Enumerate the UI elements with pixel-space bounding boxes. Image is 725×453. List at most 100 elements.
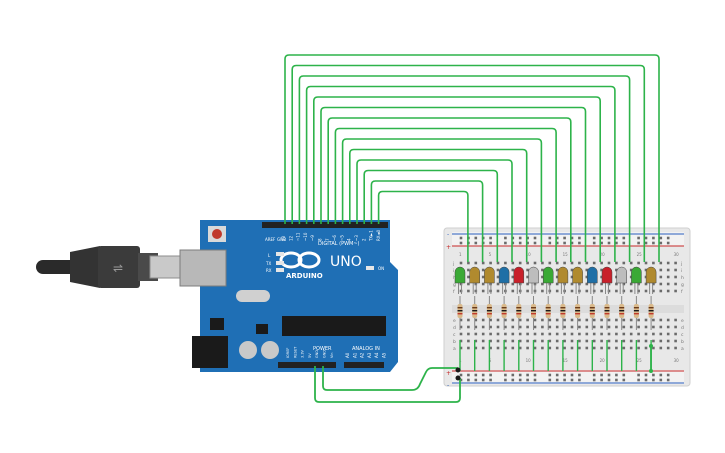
breadboard-hole[interactable] xyxy=(674,282,677,286)
breadboard-hole[interactable] xyxy=(578,339,581,343)
rail-hole[interactable] xyxy=(459,378,463,382)
rail-hole[interactable] xyxy=(578,373,581,377)
breadboard-hole[interactable] xyxy=(644,282,648,286)
breadboard-hole[interactable] xyxy=(615,268,618,272)
breadboard-hole[interactable] xyxy=(533,332,537,336)
breadboard-hole[interactable] xyxy=(629,289,633,293)
breadboard-hole[interactable] xyxy=(570,261,574,265)
breadboard-hole[interactable] xyxy=(541,318,544,322)
breadboard-hole[interactable] xyxy=(489,339,492,343)
breadboard-hole[interactable] xyxy=(659,325,663,329)
led-green[interactable] xyxy=(542,266,554,284)
led-orange[interactable] xyxy=(469,266,480,284)
breadboard-hole[interactable] xyxy=(481,332,485,336)
breadboard-hole[interactable] xyxy=(481,282,485,286)
breadboard-hole[interactable] xyxy=(592,318,596,322)
breadboard-hole[interactable] xyxy=(481,339,485,343)
breadboard-hole[interactable] xyxy=(622,332,626,336)
breadboard-hole[interactable] xyxy=(526,346,529,350)
rail-hole[interactable] xyxy=(615,378,618,382)
breadboard-hole[interactable] xyxy=(607,339,611,343)
breadboard-hole[interactable] xyxy=(541,275,544,279)
breadboard-hole[interactable] xyxy=(659,268,663,272)
rail-hole[interactable] xyxy=(666,241,670,245)
breadboard-hole[interactable] xyxy=(511,346,515,350)
breadboard-hole[interactable] xyxy=(496,318,500,322)
rail-hole[interactable] xyxy=(533,373,537,377)
rail-hole[interactable] xyxy=(504,236,507,240)
breadboard-hole[interactable] xyxy=(615,325,618,329)
breadboard-hole[interactable] xyxy=(504,318,507,322)
breadboard-hole[interactable] xyxy=(600,325,603,329)
breadboard-hole[interactable] xyxy=(652,289,655,293)
rail-hole[interactable] xyxy=(481,378,485,382)
breadboard-hole[interactable] xyxy=(659,332,663,336)
rail-hole[interactable] xyxy=(526,378,529,382)
rail-hole[interactable] xyxy=(489,373,492,377)
breadboard-hole[interactable] xyxy=(489,325,492,329)
rail-hole[interactable] xyxy=(592,236,596,240)
breadboard-hole[interactable] xyxy=(585,346,589,350)
rail-hole[interactable] xyxy=(555,241,559,245)
breadboard-hole[interactable] xyxy=(652,318,655,322)
breadboard-hole[interactable] xyxy=(666,332,670,336)
breadboard-hole[interactable] xyxy=(659,275,663,279)
breadboard-hole[interactable] xyxy=(607,346,611,350)
breadboard-hole[interactable] xyxy=(504,332,507,336)
breadboard-hole[interactable] xyxy=(496,339,500,343)
rail-hole[interactable] xyxy=(504,378,507,382)
breadboard-hole[interactable] xyxy=(570,332,574,336)
breadboard-hole[interactable] xyxy=(467,268,470,272)
breadboard-hole[interactable] xyxy=(585,261,589,265)
breadboard-hole[interactable] xyxy=(570,275,574,279)
breadboard-hole[interactable] xyxy=(659,339,663,343)
breadboard-hole[interactable] xyxy=(496,275,500,279)
breadboard-hole[interactable] xyxy=(533,325,537,329)
breadboard-hole[interactable] xyxy=(555,282,559,286)
breadboard-hole[interactable] xyxy=(666,261,670,265)
breadboard-hole[interactable] xyxy=(637,339,640,343)
breadboard-hole[interactable] xyxy=(496,346,500,350)
breadboard-hole[interactable] xyxy=(578,332,581,336)
breadboard-hole[interactable] xyxy=(555,325,559,329)
breadboard-hole[interactable] xyxy=(622,318,626,322)
breadboard-hole[interactable] xyxy=(666,275,670,279)
breadboard-hole[interactable] xyxy=(496,282,500,286)
rail-hole[interactable] xyxy=(592,241,596,245)
rail-hole[interactable] xyxy=(563,236,566,240)
breadboard-hole[interactable] xyxy=(526,268,529,272)
rail-hole[interactable] xyxy=(600,378,603,382)
breadboard-hole[interactable] xyxy=(637,325,640,329)
breadboard-hole[interactable] xyxy=(585,332,589,336)
rail-hole[interactable] xyxy=(600,373,603,377)
breadboard-hole[interactable] xyxy=(474,332,478,336)
rail-hole[interactable] xyxy=(570,373,574,377)
jumper-wire[interactable] xyxy=(349,148,528,263)
breadboard-hole[interactable] xyxy=(548,261,552,265)
rail-hole[interactable] xyxy=(644,236,648,240)
breadboard-hole[interactable] xyxy=(592,332,596,336)
rail-hole[interactable] xyxy=(600,236,603,240)
wire-endpoint[interactable] xyxy=(455,367,461,373)
breadboard-hole[interactable] xyxy=(563,325,566,329)
jumper-wire[interactable] xyxy=(305,85,616,263)
breadboard-hole[interactable] xyxy=(518,346,522,350)
rail-hole[interactable] xyxy=(533,241,537,245)
rail-hole[interactable] xyxy=(578,241,581,245)
breadboard-hole[interactable] xyxy=(533,339,537,343)
wire-endpoint[interactable] xyxy=(455,375,461,381)
breadboard-hole[interactable] xyxy=(622,346,626,350)
breadboard-hole[interactable] xyxy=(600,332,603,336)
breadboard-hole[interactable] xyxy=(578,318,581,322)
rail-hole[interactable] xyxy=(637,241,640,245)
breadboard-hole[interactable] xyxy=(459,261,463,265)
breadboard-hole[interactable] xyxy=(541,261,544,265)
rail-hole[interactable] xyxy=(570,378,574,382)
breadboard-hole[interactable] xyxy=(526,275,529,279)
rail-hole[interactable] xyxy=(459,236,463,240)
rail-hole[interactable] xyxy=(666,236,670,240)
led-green[interactable] xyxy=(454,266,466,284)
breadboard-hole[interactable] xyxy=(652,282,655,286)
breadboard-hole[interactable] xyxy=(592,261,596,265)
breadboard-hole[interactable] xyxy=(607,318,611,322)
